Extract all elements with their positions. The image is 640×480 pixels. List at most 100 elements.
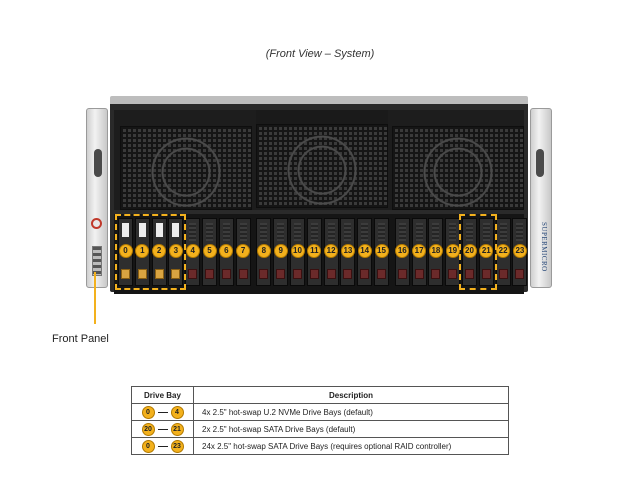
bay-number-badge: 5 <box>202 244 217 258</box>
brand-logo: SUPERMICRO <box>540 222 548 272</box>
status-leds <box>92 246 102 276</box>
drive-label-strip <box>260 223 268 241</box>
front-panel-callout-line <box>94 272 96 324</box>
bay-number-badge: 14 <box>357 244 372 258</box>
header-drive-bay: Drive Bay <box>131 386 194 404</box>
drive-latch-icon[interactable] <box>448 269 458 279</box>
bay-number-badge: 15 <box>374 244 389 258</box>
front-control-panel <box>88 216 106 284</box>
bay-badge: 23 <box>170 439 184 453</box>
drive-latch-icon[interactable] <box>171 269 181 279</box>
bay-description: 24x 2.5" hot-swap SATA Drive Bays (requi… <box>193 437 509 455</box>
drive-label-strip <box>327 223 335 241</box>
drive-latch-icon[interactable] <box>259 269 269 279</box>
drive-latch-icon[interactable] <box>397 269 407 279</box>
drive-latch-icon[interactable] <box>377 269 386 279</box>
bay-number-badge: 21 <box>479 244 494 258</box>
drive-latch-icon[interactable] <box>360 269 370 279</box>
drive-latch-icon[interactable] <box>188 269 198 279</box>
drive-label-strip <box>222 223 230 241</box>
left-rack-ear <box>86 108 108 288</box>
drive-label-strip <box>206 223 213 241</box>
nvme-bay-group-highlight <box>115 214 187 290</box>
drive-label-strip <box>449 223 457 241</box>
bay-number-badge: 3 <box>168 244 183 258</box>
drive-latch-icon[interactable] <box>205 269 214 279</box>
drive-label-strip <box>378 223 385 241</box>
drive-latch-icon[interactable] <box>221 269 231 279</box>
drive-latch-icon[interactable] <box>465 269 474 279</box>
range-dash <box>157 428 168 430</box>
drive-latch-icon[interactable] <box>154 269 164 279</box>
bay-number-badge: 12 <box>324 244 339 258</box>
bay-range: 0 23 <box>131 437 194 455</box>
drive-label-strip <box>294 223 301 241</box>
fan-grille-icon <box>256 124 388 208</box>
ear-handle-left <box>94 149 102 177</box>
drive-label-strip <box>189 223 197 241</box>
drive-latch-icon[interactable] <box>515 269 525 279</box>
drive-latch-icon[interactable] <box>481 269 491 279</box>
bay-description: 2x 2.5" hot-swap SATA Drive Bays (defaul… <box>193 420 509 438</box>
bay-badge: 4 <box>170 405 184 419</box>
drive-label-strip <box>172 223 180 237</box>
bay-number-badge: 13 <box>340 244 355 258</box>
bay-badge: 21 <box>170 422 184 436</box>
drive-latch-icon[interactable] <box>309 269 319 279</box>
bay-number-badge: 16 <box>395 244 410 258</box>
drive-latch-icon[interactable] <box>121 269 130 279</box>
fan-grille-icon <box>120 126 252 210</box>
sata-bay-group-highlight <box>459 214 497 290</box>
bay-number-badge: 9 <box>273 244 288 258</box>
bay-number-badge: 2 <box>152 244 167 258</box>
drive-latch-icon[interactable] <box>137 269 147 279</box>
right-rack-ear <box>530 108 552 288</box>
drive-latch-icon[interactable] <box>238 269 248 279</box>
drive-latch-icon[interactable] <box>431 269 441 279</box>
fan-section <box>114 110 524 210</box>
front-panel-label: Front Panel <box>52 333 109 345</box>
page-title: (Front View – System) <box>265 48 375 60</box>
bay-badge: 0 <box>141 405 155 419</box>
bay-number-badge: 19 <box>445 244 460 258</box>
drive-label-strip <box>482 223 490 241</box>
drive-label-strip <box>122 223 129 237</box>
bay-number-badge: 23 <box>512 244 527 258</box>
bay-number-badge: 17 <box>412 244 427 258</box>
bay-number-badge: 4 <box>185 244 200 258</box>
drive-latch-icon[interactable] <box>343 269 353 279</box>
bay-number-badge: 22 <box>496 244 511 258</box>
range-dash <box>157 445 168 447</box>
drive-label-strip <box>344 223 352 241</box>
drive-label-strip <box>138 223 146 237</box>
bay-number-badge: 0 <box>118 244 133 258</box>
bay-number-badge: 8 <box>256 244 271 258</box>
bay-number-badge: 10 <box>290 244 305 258</box>
header-description: Description <box>193 386 509 404</box>
bay-number-badge: 20 <box>462 244 477 258</box>
bay-badge: 20 <box>141 422 155 436</box>
drive-label-strip <box>310 223 318 241</box>
drive-latch-icon[interactable] <box>326 269 336 279</box>
drive-latch-icon[interactable] <box>498 269 508 279</box>
bay-number-badge: 6 <box>219 244 234 258</box>
drive-label-strip <box>516 223 524 241</box>
drive-label-strip <box>398 223 406 241</box>
drive-latch-icon[interactable] <box>414 269 424 279</box>
ear-handle-right <box>536 149 544 177</box>
table-row: 0 23 24x 2.5" hot-swap SATA Drive Bays (r… <box>131 437 509 455</box>
drive-latch-icon[interactable] <box>276 269 286 279</box>
table-header-row: Drive Bay Description <box>131 386 509 404</box>
drive-label-strip <box>155 223 163 237</box>
drive-label-strip <box>499 223 507 241</box>
drive-label-strip <box>277 223 285 241</box>
drive-latch-icon[interactable] <box>293 269 302 279</box>
bay-description: 4x 2.5" hot-swap U.2 NVMe Drive Bays (de… <box>193 403 509 421</box>
bay-badge: 0 <box>141 439 155 453</box>
drive-label-strip <box>361 223 369 241</box>
